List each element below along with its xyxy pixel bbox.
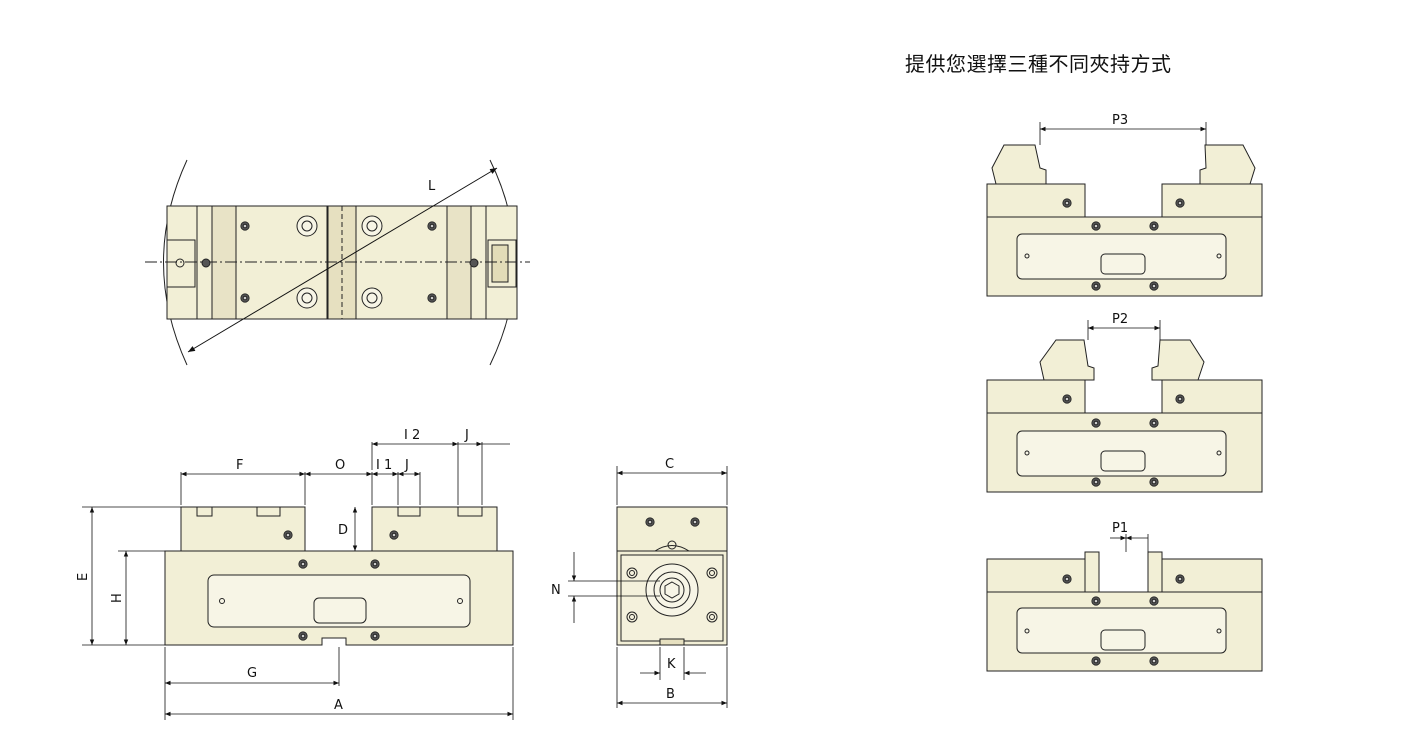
p2-right-jaw xyxy=(1151,339,1205,381)
label-I2: I 2 xyxy=(404,428,420,443)
page-title: 提供您選擇三種不同夾持方式 xyxy=(905,52,1172,76)
p1-right-jaw xyxy=(1147,551,1163,593)
label-P1: P1 xyxy=(1112,521,1128,536)
p1-left-base xyxy=(986,558,1086,593)
front-view xyxy=(164,506,514,646)
label-P3: P3 xyxy=(1112,113,1128,128)
label-H: H xyxy=(110,593,125,603)
side-dimensions xyxy=(568,466,728,708)
label-D: D xyxy=(338,523,348,538)
label-P2: P2 xyxy=(1112,312,1128,327)
label-A: A xyxy=(334,698,343,713)
label-F: F xyxy=(236,458,243,473)
config-p3 xyxy=(986,144,1263,297)
swing-arc-left xyxy=(163,159,188,366)
top-view xyxy=(145,159,530,366)
side-view xyxy=(616,506,728,646)
p3-right-jaw xyxy=(1199,144,1256,185)
label-L: L xyxy=(428,179,436,194)
label-B: B xyxy=(666,687,675,702)
p3-left-jaw xyxy=(991,144,1047,185)
label-I1: I 1 xyxy=(376,458,392,473)
config-p2 xyxy=(986,339,1263,493)
label-C: C xyxy=(665,457,674,472)
p2-left-jaw xyxy=(1039,339,1095,381)
side-jaw xyxy=(616,506,728,552)
dim-L xyxy=(187,167,498,353)
label-K: K xyxy=(667,657,676,672)
label-J-small: J xyxy=(404,458,409,473)
label-E: E xyxy=(76,573,91,581)
label-G: G xyxy=(247,666,257,681)
config-p1 xyxy=(986,551,1263,672)
label-J-top: J xyxy=(464,428,469,443)
front-left-jaw xyxy=(180,506,306,552)
label-O: O xyxy=(335,458,345,473)
label-N: N xyxy=(551,583,561,598)
top-left-boss xyxy=(166,239,196,288)
front-dimensions xyxy=(82,441,514,720)
p1-right-base xyxy=(1161,558,1263,593)
front-right-jaw xyxy=(371,506,498,552)
p1-left-jaw xyxy=(1084,551,1100,593)
